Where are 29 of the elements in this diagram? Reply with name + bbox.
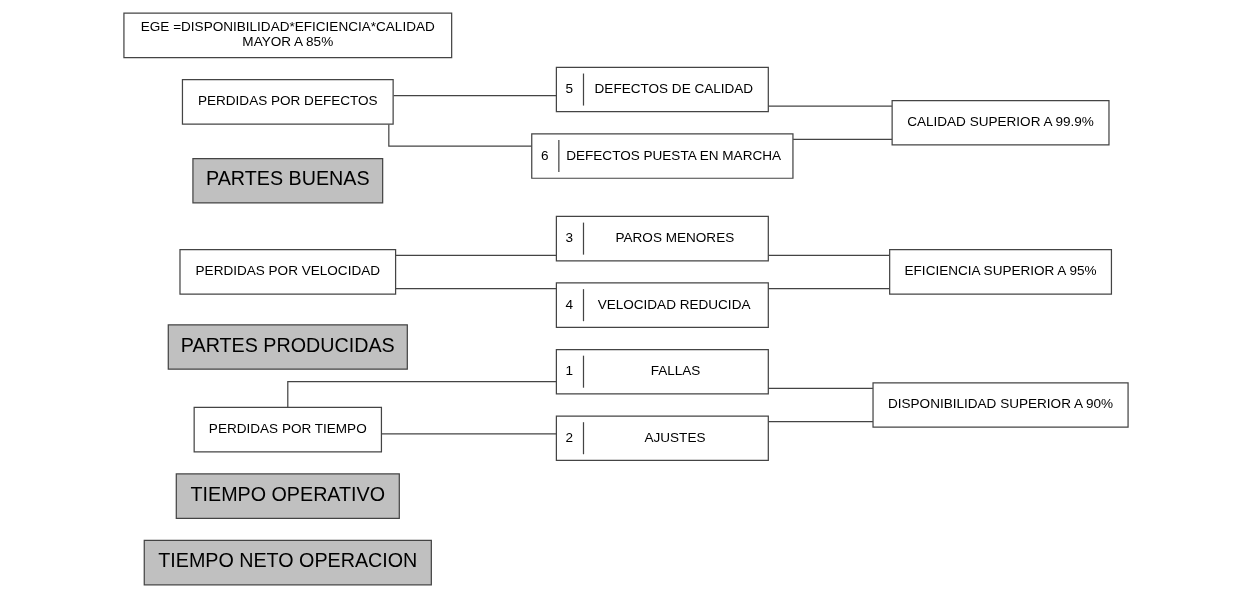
connector: [381, 433, 557, 435]
connector: [395, 254, 557, 256]
node-box: EGE =DISPONIBILIDAD*EFICIENCIA*CALIDAD MAYOR A 85%: [123, 12, 453, 59]
connector: [767, 254, 891, 256]
node-box: TIEMPO NETO OPERACION: [143, 539, 432, 586]
node-box: 1 FALLAS: [555, 348, 769, 395]
connector: [767, 387, 874, 389]
connector: [767, 420, 874, 423]
node-box: PARTES PRODUCIDAS: [167, 324, 408, 370]
node-box: 2 AJUSTES: [555, 415, 769, 461]
node-box: PERDIDAS POR TIEMPO: [193, 406, 383, 453]
connector: [388, 123, 533, 147]
node-box: PERDIDAS POR VELOCIDAD: [179, 249, 397, 295]
connector: [287, 380, 557, 408]
node-box: 3 PAROS MENORES: [555, 215, 769, 262]
node-box: TIEMPO OPERATIVO: [175, 473, 400, 519]
node-box: DISPONIBILIDAD SUPERIOR A 90%: [872, 382, 1129, 428]
connector: [393, 95, 557, 97]
connector: [792, 138, 893, 141]
connector: [767, 105, 893, 107]
node-box: PERDIDAS POR DEFECTOS: [181, 79, 394, 125]
node-box: EFICIENCIA SUPERIOR A 95%: [889, 249, 1113, 295]
node-box: 4 VELOCIDAD REDUCIDA: [555, 282, 769, 328]
node-box: 6 DEFECTOS PUESTA EN MARCHA: [531, 133, 794, 179]
node-box: CALIDAD SUPERIOR A 99.9%: [891, 100, 1110, 146]
connector: [395, 287, 557, 290]
node-box: PARTES BUENAS: [192, 157, 384, 204]
connector: [767, 287, 891, 290]
node-box: 5 DEFECTOS DE CALIDAD: [555, 66, 769, 113]
